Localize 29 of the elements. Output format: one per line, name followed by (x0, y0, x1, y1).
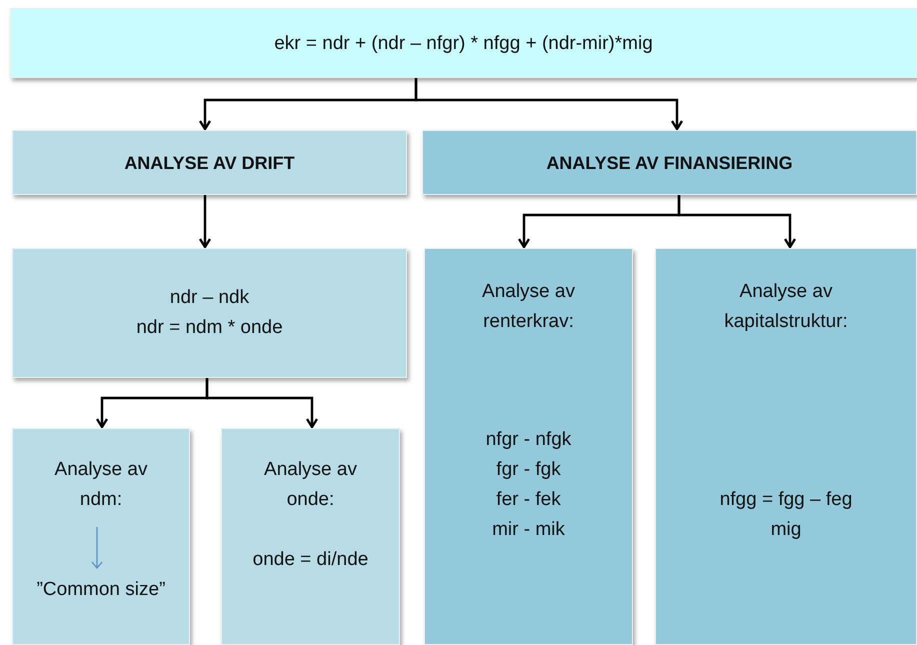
node-text: fgr - fgk (495, 458, 562, 482)
formula-box (10, 8, 917, 78)
node-text: ndr = ndm * onde (135, 316, 284, 340)
node-text: mir - mik (491, 518, 566, 542)
node-text: Analyse av renterkrav: (481, 280, 576, 334)
connector-arrow (414, 78, 684, 130)
analysis-box (12, 428, 190, 645)
formula-box (12, 248, 407, 378)
heading-text: ANALYSE AV FINANSIERING (545, 152, 794, 175)
analysis-box (655, 248, 917, 645)
node-text: Analyse av kapitalstruktur: (723, 280, 849, 334)
node-text: nfgg = fgg – feg (718, 488, 854, 512)
node-text: fer - fek (495, 488, 562, 512)
heading-box (12, 130, 407, 195)
node-text: onde = di/nde (252, 548, 370, 572)
heading-box (422, 130, 917, 195)
analysis-box (221, 428, 400, 645)
node-text: ndr – ndk (168, 286, 250, 310)
node-text: Analyse av ndm: (54, 458, 148, 512)
node-text: Analyse av onde: (263, 458, 358, 512)
connector-arrow (198, 195, 212, 248)
node-text: mig (770, 518, 802, 542)
connector-arrow (206, 378, 318, 428)
node-text: nfgr - nfgk (484, 428, 572, 452)
heading-text: ANALYSE AV DRIFT (123, 152, 296, 175)
analysis-box (424, 248, 633, 645)
node-text: ”Common size” (36, 578, 166, 602)
node-text: ekr = ndr + (ndr – nfgr) * nfgg + (ndr-mir)*mig (273, 32, 654, 56)
connector-arrow (678, 195, 796, 248)
